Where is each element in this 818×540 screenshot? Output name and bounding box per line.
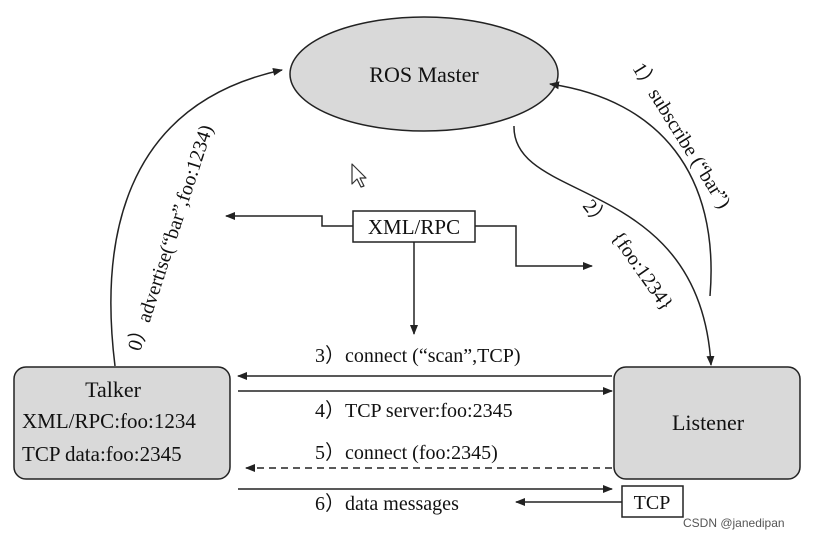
xmlrpc-to-talker-arrow <box>225 212 353 227</box>
mouse-cursor-icon <box>351 163 367 188</box>
talker-tcp-line: TCP data:foo:2345 <box>22 442 182 466</box>
xmlrpc-hub: XML/RPC <box>225 210 593 335</box>
step3-connect-label: 3）connect (“scan”,TCP) <box>315 344 520 367</box>
talker-node: Talker XML/RPC:foo:1234 TCP data:foo:234… <box>13 366 231 480</box>
talker-title: Talker <box>85 377 142 402</box>
xmlrpc-label: XML/RPC <box>368 215 460 239</box>
step0-advertise-label: 0）advertise(“bar”,foo:1234) <box>123 122 218 354</box>
xmlrpc-to-listener-arrow <box>475 225 593 270</box>
listener-label: Listener <box>672 410 745 435</box>
step1-subscribe-label: 1）subscribe (“bar”) <box>628 58 736 212</box>
subscribe-arrow <box>549 81 712 297</box>
lookup-response-arrow <box>513 125 715 366</box>
tcp-node: TCP <box>621 485 684 518</box>
listener-node: Listener <box>613 366 801 480</box>
talker-xmlrpc-line: XML/RPC:foo:1234 <box>22 409 196 433</box>
step5-connect-label: 5）connect (foo:2345) <box>315 441 498 464</box>
step2-number-label: 2） <box>578 195 615 233</box>
step4-tcp-server-label: 4）TCP server:foo:2345 <box>315 399 513 422</box>
ros-master-label: ROS Master <box>369 62 479 87</box>
tcp-label: TCP <box>634 492 671 514</box>
ros-master-node: ROS Master <box>289 16 559 132</box>
step6-data-messages-label: 6）data messages <box>315 492 459 515</box>
watermark: CSDN @janedipan <box>683 516 785 530</box>
step2-foo-label: {foo:1234} <box>607 227 677 315</box>
advertise-arrow <box>110 67 283 367</box>
